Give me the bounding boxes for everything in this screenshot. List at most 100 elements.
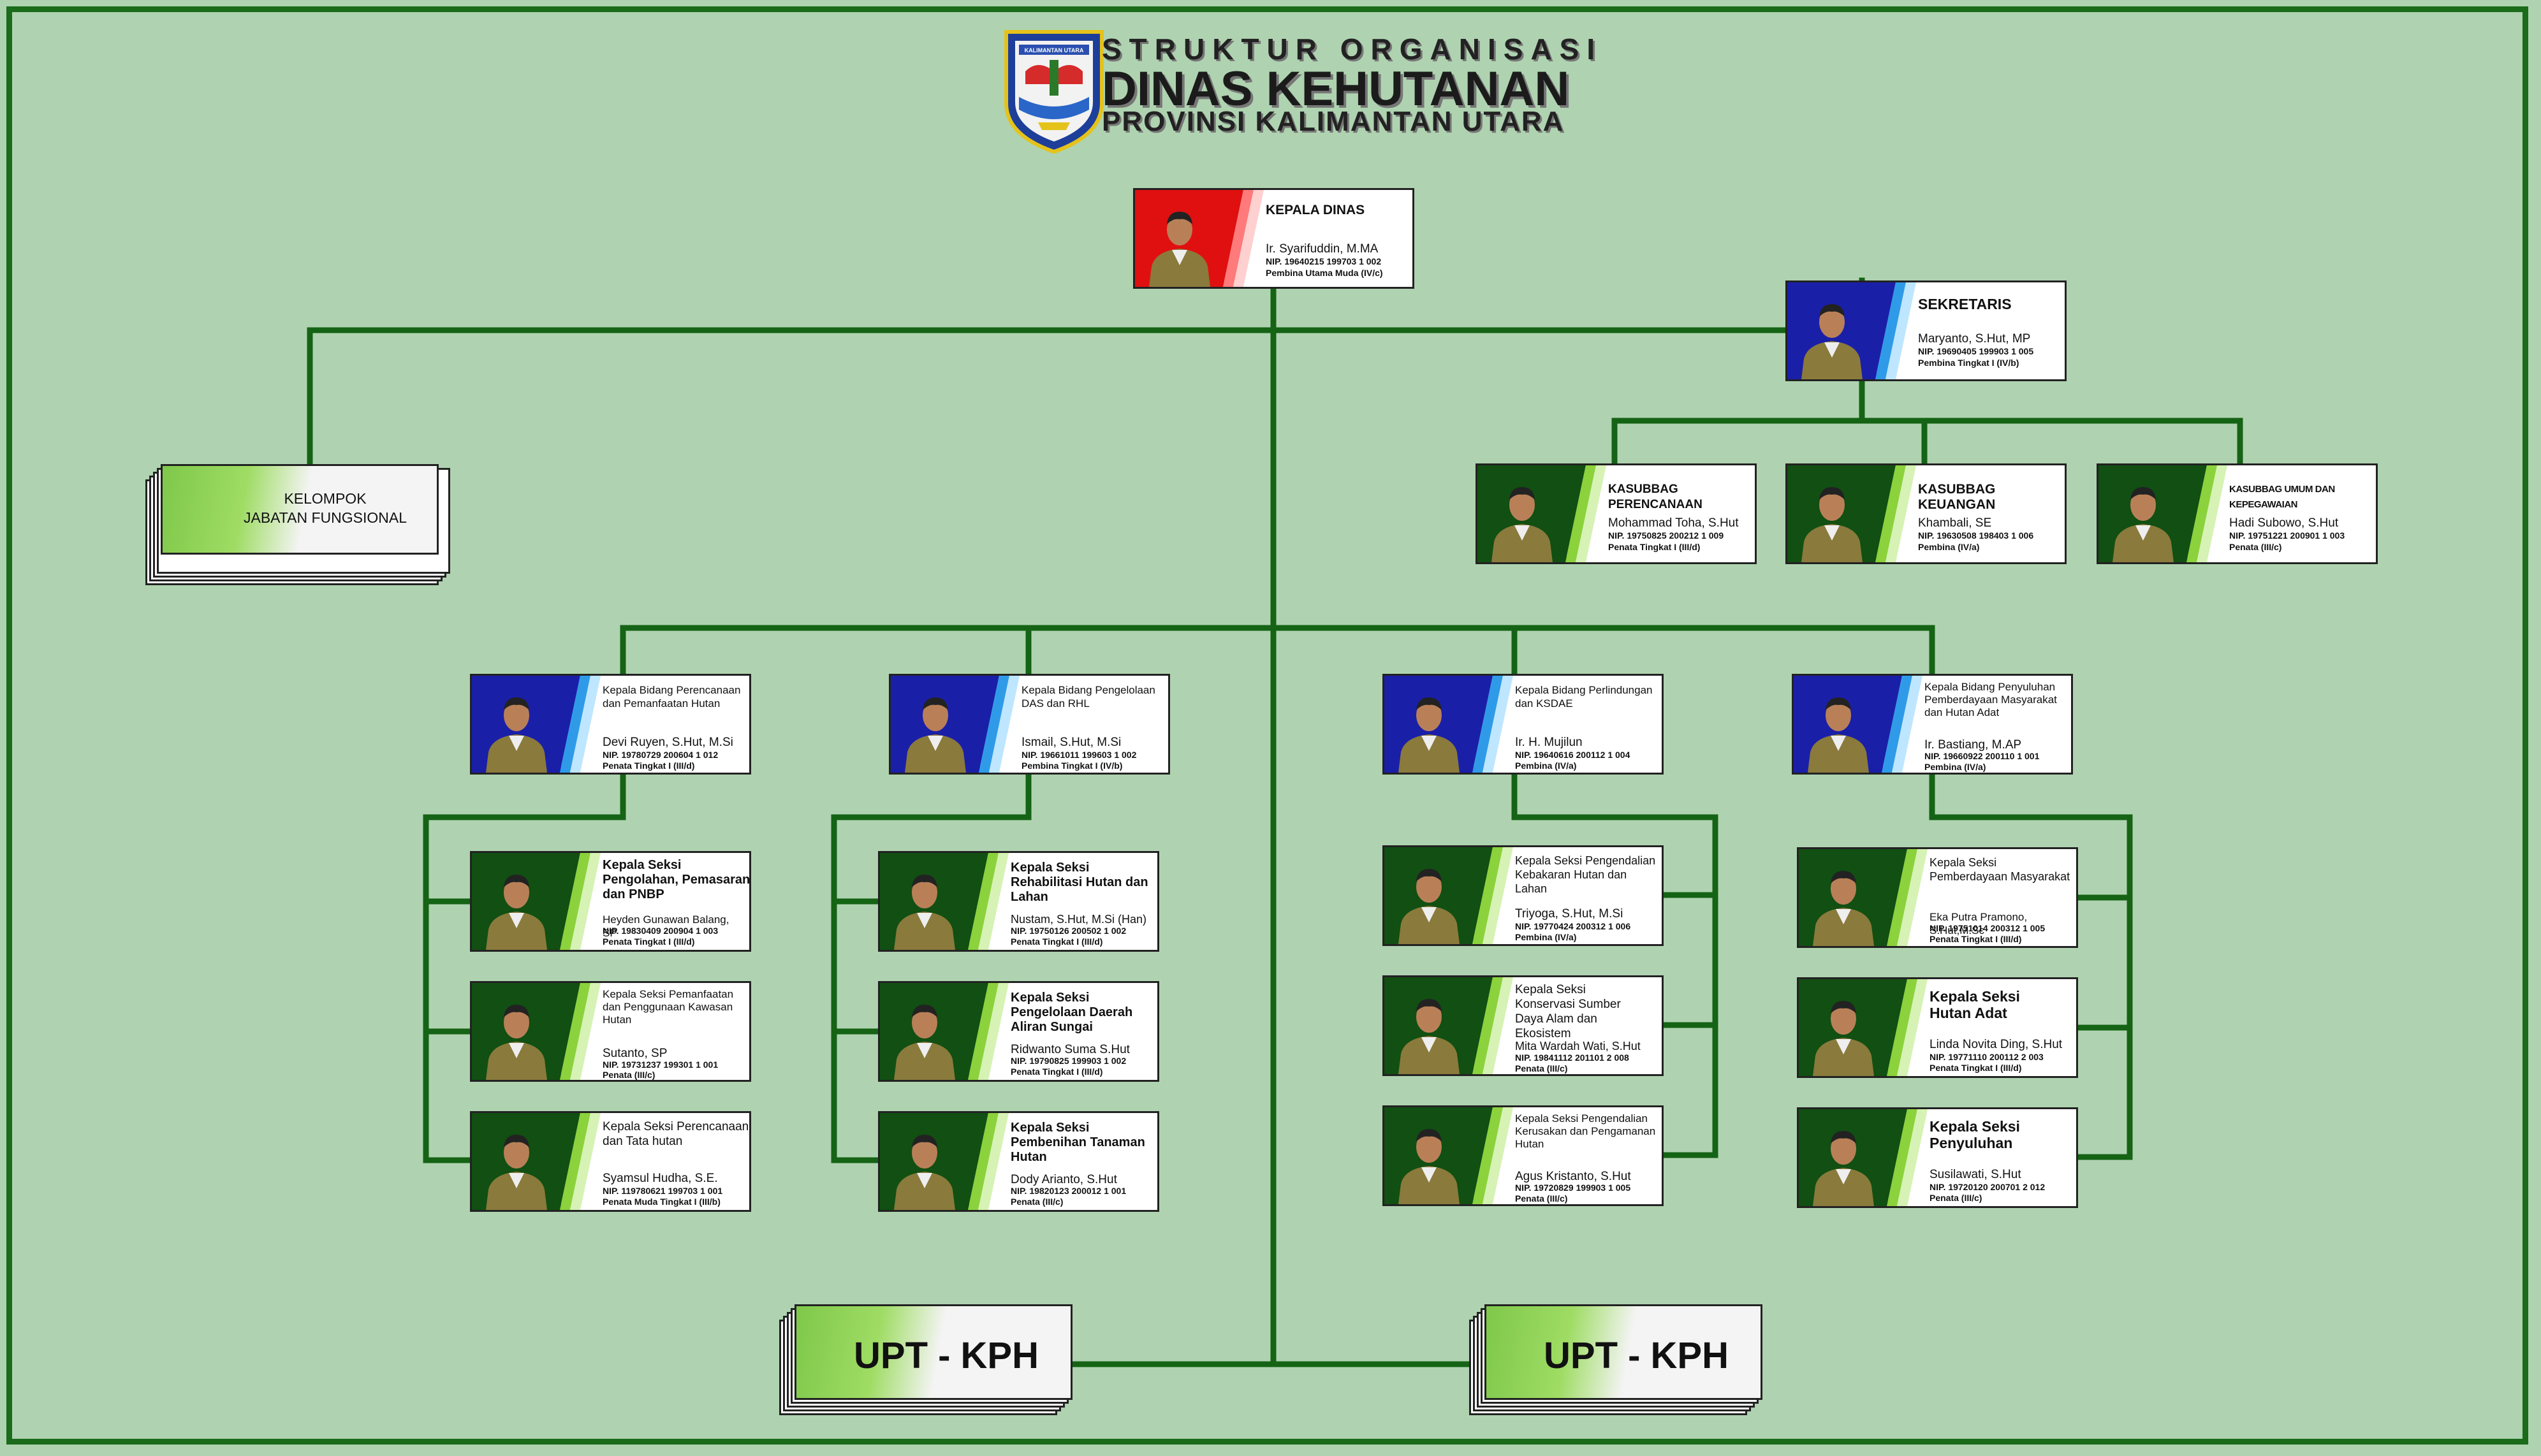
person-rank: Pembina Tingkat I (IV/b) xyxy=(1022,761,1123,771)
seksi-kebakaran-card[interactable]: Kepala Seksi Pengendalian Kebakaran Huta… xyxy=(1382,845,1664,946)
person-name: Ir. Bastiang, M.AP xyxy=(1924,738,2022,752)
upt-kph-left[interactable]: UPT - KPH xyxy=(779,1304,1073,1415)
stack-front: KELOMPOK JABATAN FUNGSIONAL xyxy=(161,464,439,555)
person-photo xyxy=(1799,849,1888,946)
person-name: Dody Arianto, S.Hut xyxy=(1011,1173,1117,1186)
kasubbag-umum-card[interactable]: KASUBBAG UMUM DAN KEPEGAWAIAN Hadi Subow… xyxy=(2097,463,2378,564)
seksi-rehabilitasi-card[interactable]: Kepala Seksi Rehabilitasi Hutan dan Laha… xyxy=(878,851,1159,952)
position-title: Kepala Bidang Pengelolaan DAS dan RHL xyxy=(1022,684,1155,710)
seksi-pembenihan-card[interactable]: Kepala Seksi Pembenihan Tanaman Hutan Do… xyxy=(878,1111,1159,1212)
stripe-decoration xyxy=(956,1113,1014,1210)
person-photo xyxy=(2098,465,2188,562)
header-title-line2: DINAS KEHUTANAN xyxy=(1102,62,1570,116)
kasubbag-perencanaan-card[interactable]: KASUBBAG PERENCANAAN Mohammad Toha, S.Hu… xyxy=(1476,463,1757,564)
person-rank: Pembina (IV/a) xyxy=(1924,762,1986,772)
upt-kph-right[interactable]: UPT - KPH xyxy=(1469,1304,1762,1415)
seksi-kerusakan-card[interactable]: Kepala Seksi Pengendalian Kerusakan dan … xyxy=(1382,1105,1664,1206)
bidang-perlindungan-card[interactable]: Kepala Bidang Perlindungan dan KSDAE Ir.… xyxy=(1382,674,1664,775)
position-title: Kepala Seksi Rehabilitasi Hutan dan Laha… xyxy=(1011,861,1148,904)
bidang-penyuluhan-card[interactable]: Kepala Bidang Penyuluhan Pemberdayaan Ma… xyxy=(1792,674,2073,775)
sekretaris-card[interactable]: SEKRETARIS Maryanto, S.Hut, MP NIP. 1969… xyxy=(1785,280,2067,381)
person-photo xyxy=(472,676,561,773)
person-nip: NIP. 19690405 199903 1 005 xyxy=(1918,346,2034,356)
stripe-decoration xyxy=(548,676,606,773)
emblem-banner: KALIMANTAN UTARA xyxy=(1025,47,1084,54)
person-nip: NIP. 19751221 200901 1 003 xyxy=(2229,530,2345,541)
province-emblem: KALIMANTAN UTARA xyxy=(1004,30,1104,154)
person-nip: NIP. 19771110 200112 2 003 xyxy=(1930,1052,2044,1062)
header-title-line1: STRUKTUR ORGANISASI xyxy=(1102,33,1603,66)
stripe-decoration xyxy=(956,983,1014,1080)
person-name: Triyoga, S.Hut, M.Si xyxy=(1515,907,1623,921)
person-name: Eka Putra Pramono, S.Hut,M.Sc xyxy=(1930,911,2028,936)
position-title: Kepala Bidang Perencanaan dan Pemanfaata… xyxy=(603,684,741,710)
position-title: Kepala Seksi Konservasi Sumber Daya Alam… xyxy=(1515,983,1621,1040)
seksi-konservasi-card[interactable]: Kepala Seksi Konservasi Sumber Daya Alam… xyxy=(1382,975,1664,1076)
person-name: Ridwanto Suma S.Hut xyxy=(1011,1043,1130,1056)
seksi-pengelolaan-das-card[interactable]: Kepala Seksi Pengelolaan Daerah Aliran S… xyxy=(878,981,1159,1082)
person-rank: Pembina (IV/a) xyxy=(1918,542,1980,552)
upt-label: UPT - KPH xyxy=(854,1335,1039,1376)
person-photo xyxy=(1477,465,1567,562)
kelompok-line2: JABATAN FUNGSIONAL xyxy=(243,509,407,526)
header-title-line3: PROVINSI KALIMANTAN UTARA xyxy=(1102,106,1565,137)
person-photo xyxy=(880,1113,969,1210)
seksi-pengolahan-card[interactable]: Kepala Seksi Pengolahan, Pemasaran dan P… xyxy=(470,851,751,952)
stripe-decoration xyxy=(1875,849,1933,946)
person-rank: Penata Tingkat I (III/d) xyxy=(1011,1067,1103,1077)
person-name: Mohammad Toha, S.Hut xyxy=(1608,516,1739,530)
person-photo xyxy=(1799,1109,1888,1206)
person-rank: Penata Tingkat I (III/d) xyxy=(603,936,695,947)
kepala-dinas-card[interactable]: KEPALA DINAS Ir. Syarifuddin, M.MA NIP. … xyxy=(1133,188,1414,289)
position-title: Kepala Seksi Pengendalian Kebakaran Huta… xyxy=(1515,854,1656,895)
person-photo xyxy=(1794,676,1883,773)
person-photo xyxy=(891,676,980,773)
person-nip: NIP. 119780621 199703 1 001 xyxy=(603,1186,723,1196)
person-nip: NIP. 19720120 200701 2 012 xyxy=(1930,1182,2046,1192)
person-nip: NIP. 19660922 200110 1 001 xyxy=(1924,751,2040,761)
person-rank: Penata Tingkat I (III/d) xyxy=(603,761,695,771)
person-nip: NIP. 19750126 200502 1 002 xyxy=(1011,926,1127,936)
person-nip: NIP. 19640616 200112 1 004 xyxy=(1515,750,1630,760)
position-title: Kepala Bidang Penyuluhan Pemberdayaan Ma… xyxy=(1924,681,2057,718)
stripe-decoration xyxy=(1875,1109,1933,1206)
person-rank: Penata Tingkat I (III/d) xyxy=(1011,936,1103,947)
person-rank: Penata Muda Tingkat I (III/b) xyxy=(603,1197,721,1207)
person-name: Susilawati, S.Hut xyxy=(1930,1168,2021,1181)
position-title: Kepala Seksi Pembenihan Tanaman Hutan xyxy=(1011,1121,1145,1164)
person-nip: NIP. 19830409 200904 1 003 xyxy=(603,926,719,936)
seksi-pemberdayaan-card[interactable]: Kepala Seksi Pemberdayaan Masyarakat Eka… xyxy=(1797,847,2078,948)
position-title: Kepala Bidang Perlindungan dan KSDAE xyxy=(1515,684,1653,710)
person-photo xyxy=(1384,977,1474,1074)
stripe-decoration xyxy=(548,983,606,1080)
person-nip: NIP. 19720829 199903 1 005 xyxy=(1515,1183,1631,1193)
bidang-das-rhl-card[interactable]: Kepala Bidang Pengelolaan DAS dan RHL Is… xyxy=(889,674,1170,775)
kasubbag-keuangan-card[interactable]: KASUBBAG KEUANGAN Khambali, SE NIP. 1963… xyxy=(1785,463,2067,564)
bidang-perencanaan-card[interactable]: Kepala Bidang Perencanaan dan Pemanfaata… xyxy=(470,674,751,775)
position-title: KASUBBAG KEUANGAN xyxy=(1918,482,1996,512)
stack-front: UPT - KPH xyxy=(1484,1304,1762,1400)
stripe-decoration xyxy=(2175,465,2232,562)
seksi-hutan-adat-card[interactable]: Kepala Seksi Hutan Adat Linda Novita Din… xyxy=(1797,977,2078,1078)
position-title: Kepala Seksi Pengelolaan Daerah Aliran S… xyxy=(1011,991,1133,1034)
person-rank: Penata (III/c) xyxy=(2229,542,2282,552)
person-photo xyxy=(472,983,561,1080)
person-photo xyxy=(880,983,969,1080)
seksi-perencanaan-card[interactable]: Kepala Seksi Perencanaan dan Tata hutan … xyxy=(470,1111,751,1212)
stripe-decoration xyxy=(548,853,606,950)
stripe-decoration xyxy=(1554,465,1611,562)
upt-label: UPT - KPH xyxy=(1544,1335,1729,1376)
person-rank: Penata Tingkat I (III/d) xyxy=(1608,542,1701,552)
seksi-penyuluhan-card[interactable]: Kepala Seksi Penyuluhan Susilawati, S.Hu… xyxy=(1797,1107,2078,1208)
person-photo xyxy=(1799,979,1888,1076)
kelompok-jabatan-fungsional[interactable]: KELOMPOK JABATAN FUNGSIONAL xyxy=(145,464,450,585)
position-title: KEPALA DINAS xyxy=(1266,203,1365,217)
person-rank: Pembina Tingkat I (IV/b) xyxy=(1918,358,2019,368)
person-photo xyxy=(1384,1107,1474,1204)
seksi-pemanfaatan-card[interactable]: Kepala Seksi Pemanfaatan dan Penggunaan … xyxy=(470,981,751,1082)
stripe-decoration xyxy=(1875,979,1933,1076)
stripe-decoration xyxy=(1461,977,1518,1074)
person-name: Maryanto, S.Hut, MP xyxy=(1918,332,2031,346)
